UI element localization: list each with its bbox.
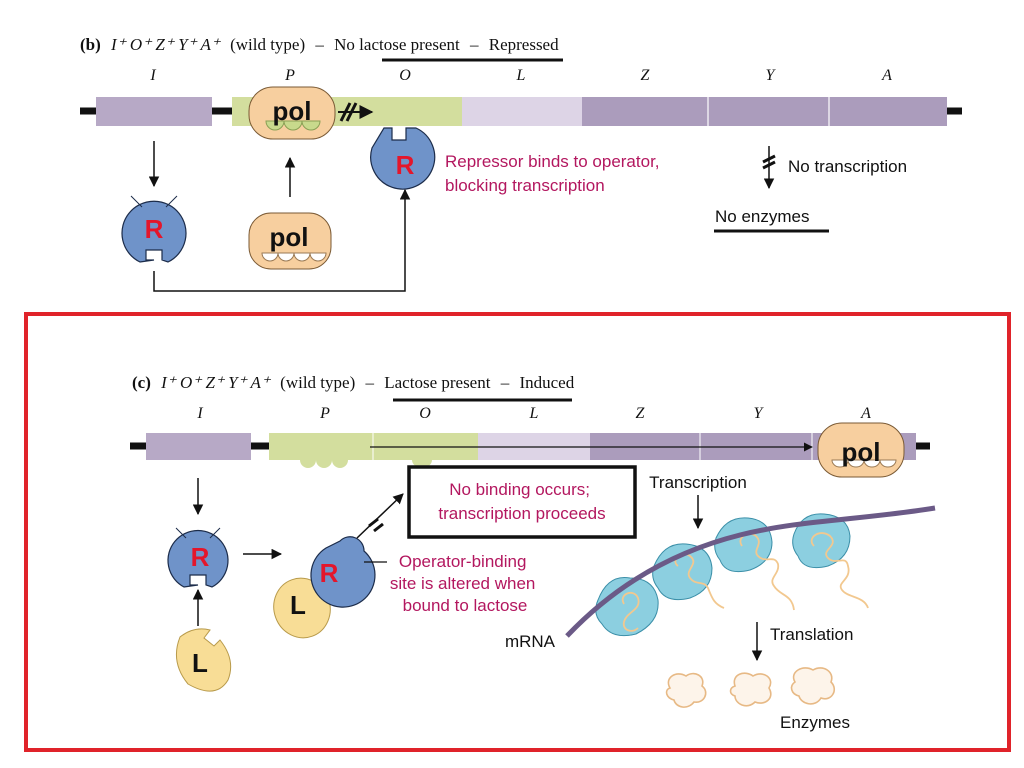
blocked-transcription-arrow	[338, 102, 374, 122]
gene-label-a: A	[881, 67, 892, 84]
translation-label: Translation	[770, 625, 853, 644]
panel-c-letter: (c)	[132, 373, 151, 392]
gene-label-l: L	[516, 67, 526, 84]
repressor-bound: R	[370, 127, 436, 190]
panel-c-condition: Lactose present	[384, 373, 490, 392]
repressor-note: Repressor binds to operator, blocking tr…	[445, 152, 664, 195]
panel-b-condition: No lactose present	[334, 35, 460, 54]
dna-strand-c	[130, 433, 930, 468]
repressor-letter-c: R	[191, 542, 210, 572]
panel-c-state: Induced	[519, 373, 574, 392]
gene-label-p: P	[284, 67, 295, 84]
no-enzymes-label: No enzymes	[715, 207, 809, 226]
gene-label-i: I	[149, 67, 156, 84]
enzymes-label: Enzymes	[780, 713, 850, 732]
polymerase-label-c: pol	[842, 437, 881, 467]
lactose-free: L	[175, 628, 232, 692]
gene-label-p-c: P	[319, 405, 330, 422]
highlight-frame	[24, 312, 1011, 752]
gene-label-z-c: Z	[636, 405, 646, 422]
gene-label-z: Z	[641, 67, 651, 84]
enzyme-products	[665, 667, 836, 708]
panel-c: (c) I⁺ O⁺ Z⁺ Y⁺ A⁺ (wild type) – Lactose…	[130, 373, 936, 732]
panel-c-title: (c) I⁺ O⁺ Z⁺ Y⁺ A⁺ (wild type) – Lactose…	[132, 373, 575, 392]
gene-label-a-c: A	[860, 405, 871, 422]
panel-b-genotype: I⁺ O⁺ Z⁺ Y⁺ A⁺	[110, 35, 222, 54]
panel-b-letter: (b)	[80, 35, 101, 54]
complex-repressor-letter: R	[320, 558, 339, 588]
rna-polymerase-transcribing: pol	[817, 422, 905, 478]
gene-label-l-c: L	[529, 405, 539, 422]
rna-polymerase-on-promoter: pol	[248, 86, 336, 140]
gene-label-y-c: Y	[754, 405, 765, 422]
panel-c-genotype: I⁺ O⁺ Z⁺ Y⁺ A⁺	[160, 373, 272, 392]
lactose-letter: L	[192, 648, 208, 678]
repressor-free: R	[121, 195, 187, 263]
structural-genes-segment	[582, 97, 947, 126]
gene-label-y: Y	[766, 67, 777, 84]
gene-label-o: O	[399, 67, 411, 84]
gene-l-segment	[462, 97, 582, 126]
no-binding-box	[407, 465, 637, 539]
rna-polymerase-free: pol	[248, 212, 332, 270]
panel-b-state: Repressed	[489, 35, 559, 54]
gene-i-segment-c	[146, 433, 251, 460]
operator-note: Operator-binding site is altered when bo…	[390, 552, 540, 615]
panel-b-wild-type: (wild type)	[230, 35, 305, 54]
no-transcription-indicator	[762, 146, 776, 190]
no-binding-note: No binding occurs; transcription proceed…	[438, 480, 605, 523]
repressor-letter: R	[396, 150, 415, 180]
no-transcription-label: No transcription	[788, 157, 907, 176]
mrna-label: mRNA	[505, 632, 556, 651]
transcription-label: Transcription	[649, 473, 747, 492]
gene-label-i-c: I	[196, 405, 203, 422]
panel-c-wild-type: (wild type)	[280, 373, 355, 392]
panel-b-title: (b) I⁺ O⁺ Z⁺ Y⁺ A⁺ (wild type) – No lact…	[80, 35, 559, 54]
mrna-strand	[565, 505, 936, 638]
dna-strand	[80, 97, 962, 126]
repressor-free-letter: R	[145, 214, 164, 244]
polymerase-label: pol	[273, 96, 312, 126]
blocked-binding-arrow	[356, 493, 404, 539]
panel-b: (b) I⁺ O⁺ Z⁺ Y⁺ A⁺ (wild type) – No lact…	[80, 35, 962, 292]
repressor-lactose-complex: R L	[273, 536, 376, 639]
gene-label-o-c: O	[419, 405, 431, 422]
repressor-free-c: R	[167, 527, 229, 588]
complex-lactose-letter: L	[290, 590, 306, 620]
polymerase-free-label: pol	[270, 222, 309, 252]
gene-i-segment	[96, 97, 212, 126]
repressor-path-arrow	[153, 188, 411, 292]
